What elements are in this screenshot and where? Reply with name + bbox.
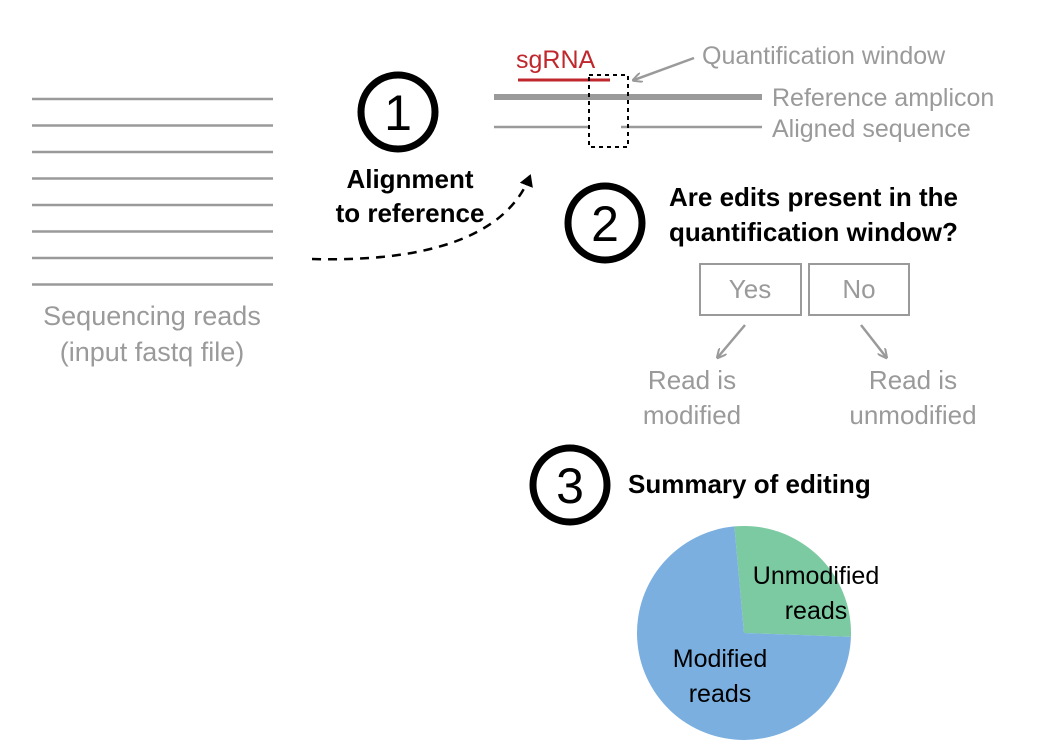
step2-question-line1: Are edits present in the <box>669 182 958 212</box>
no-result-line2: unmodified <box>849 400 976 430</box>
step3-number: 3 <box>556 458 584 514</box>
reference-amplicon-label: Reference amplicon <box>772 84 994 112</box>
quantification-window-label: Quantification window <box>702 42 946 70</box>
pie-label-unmodified-line2: reads <box>785 597 848 625</box>
step3-title: Summary of editing <box>628 469 871 499</box>
sequencing-reads-label-line1: Sequencing reads <box>43 301 261 331</box>
aligned-sequence-label: Aligned sequence <box>772 115 971 143</box>
sequencing-reads-label-line2: (input fastq file) <box>60 337 245 367</box>
editing-pie-chart <box>636 526 851 740</box>
step1-label-line1: Alignment <box>346 164 473 194</box>
quantification-window-pointer <box>634 56 695 80</box>
yes-box <box>699 263 802 316</box>
pie-slice-unmodified <box>734 526 851 637</box>
no-arrow <box>860 324 886 357</box>
no-label: No <box>842 274 875 304</box>
quantification-window-box <box>588 74 629 148</box>
step3-badge: 3 <box>529 444 611 526</box>
sequencing-reads <box>32 97 273 286</box>
step1-number: 1 <box>384 85 412 141</box>
sgrna-label: sgRNA <box>516 46 596 74</box>
alignment-dashed-arrow <box>311 174 533 261</box>
step2-badge: 2 <box>564 182 646 264</box>
pie-label-unmodified-line1: Unmodified <box>753 562 879 590</box>
pie-label-modified-line1: Modified <box>673 645 768 673</box>
step1-label-line2: to reference <box>336 198 485 228</box>
pie-slice-modified <box>636 526 851 740</box>
step2-question-line2: quantification window? <box>669 217 958 247</box>
yes-arrow <box>718 324 746 357</box>
yes-result-line2: modified <box>643 400 741 430</box>
no-box <box>808 263 910 316</box>
yes-result-line1: Read is <box>648 365 736 395</box>
pie-label-modified-line2: reads <box>689 680 752 708</box>
no-result-line1: Read is <box>869 365 957 395</box>
step1-badge: 1 <box>357 71 439 153</box>
yes-label: Yes <box>729 274 771 304</box>
step2-number: 2 <box>591 196 619 252</box>
